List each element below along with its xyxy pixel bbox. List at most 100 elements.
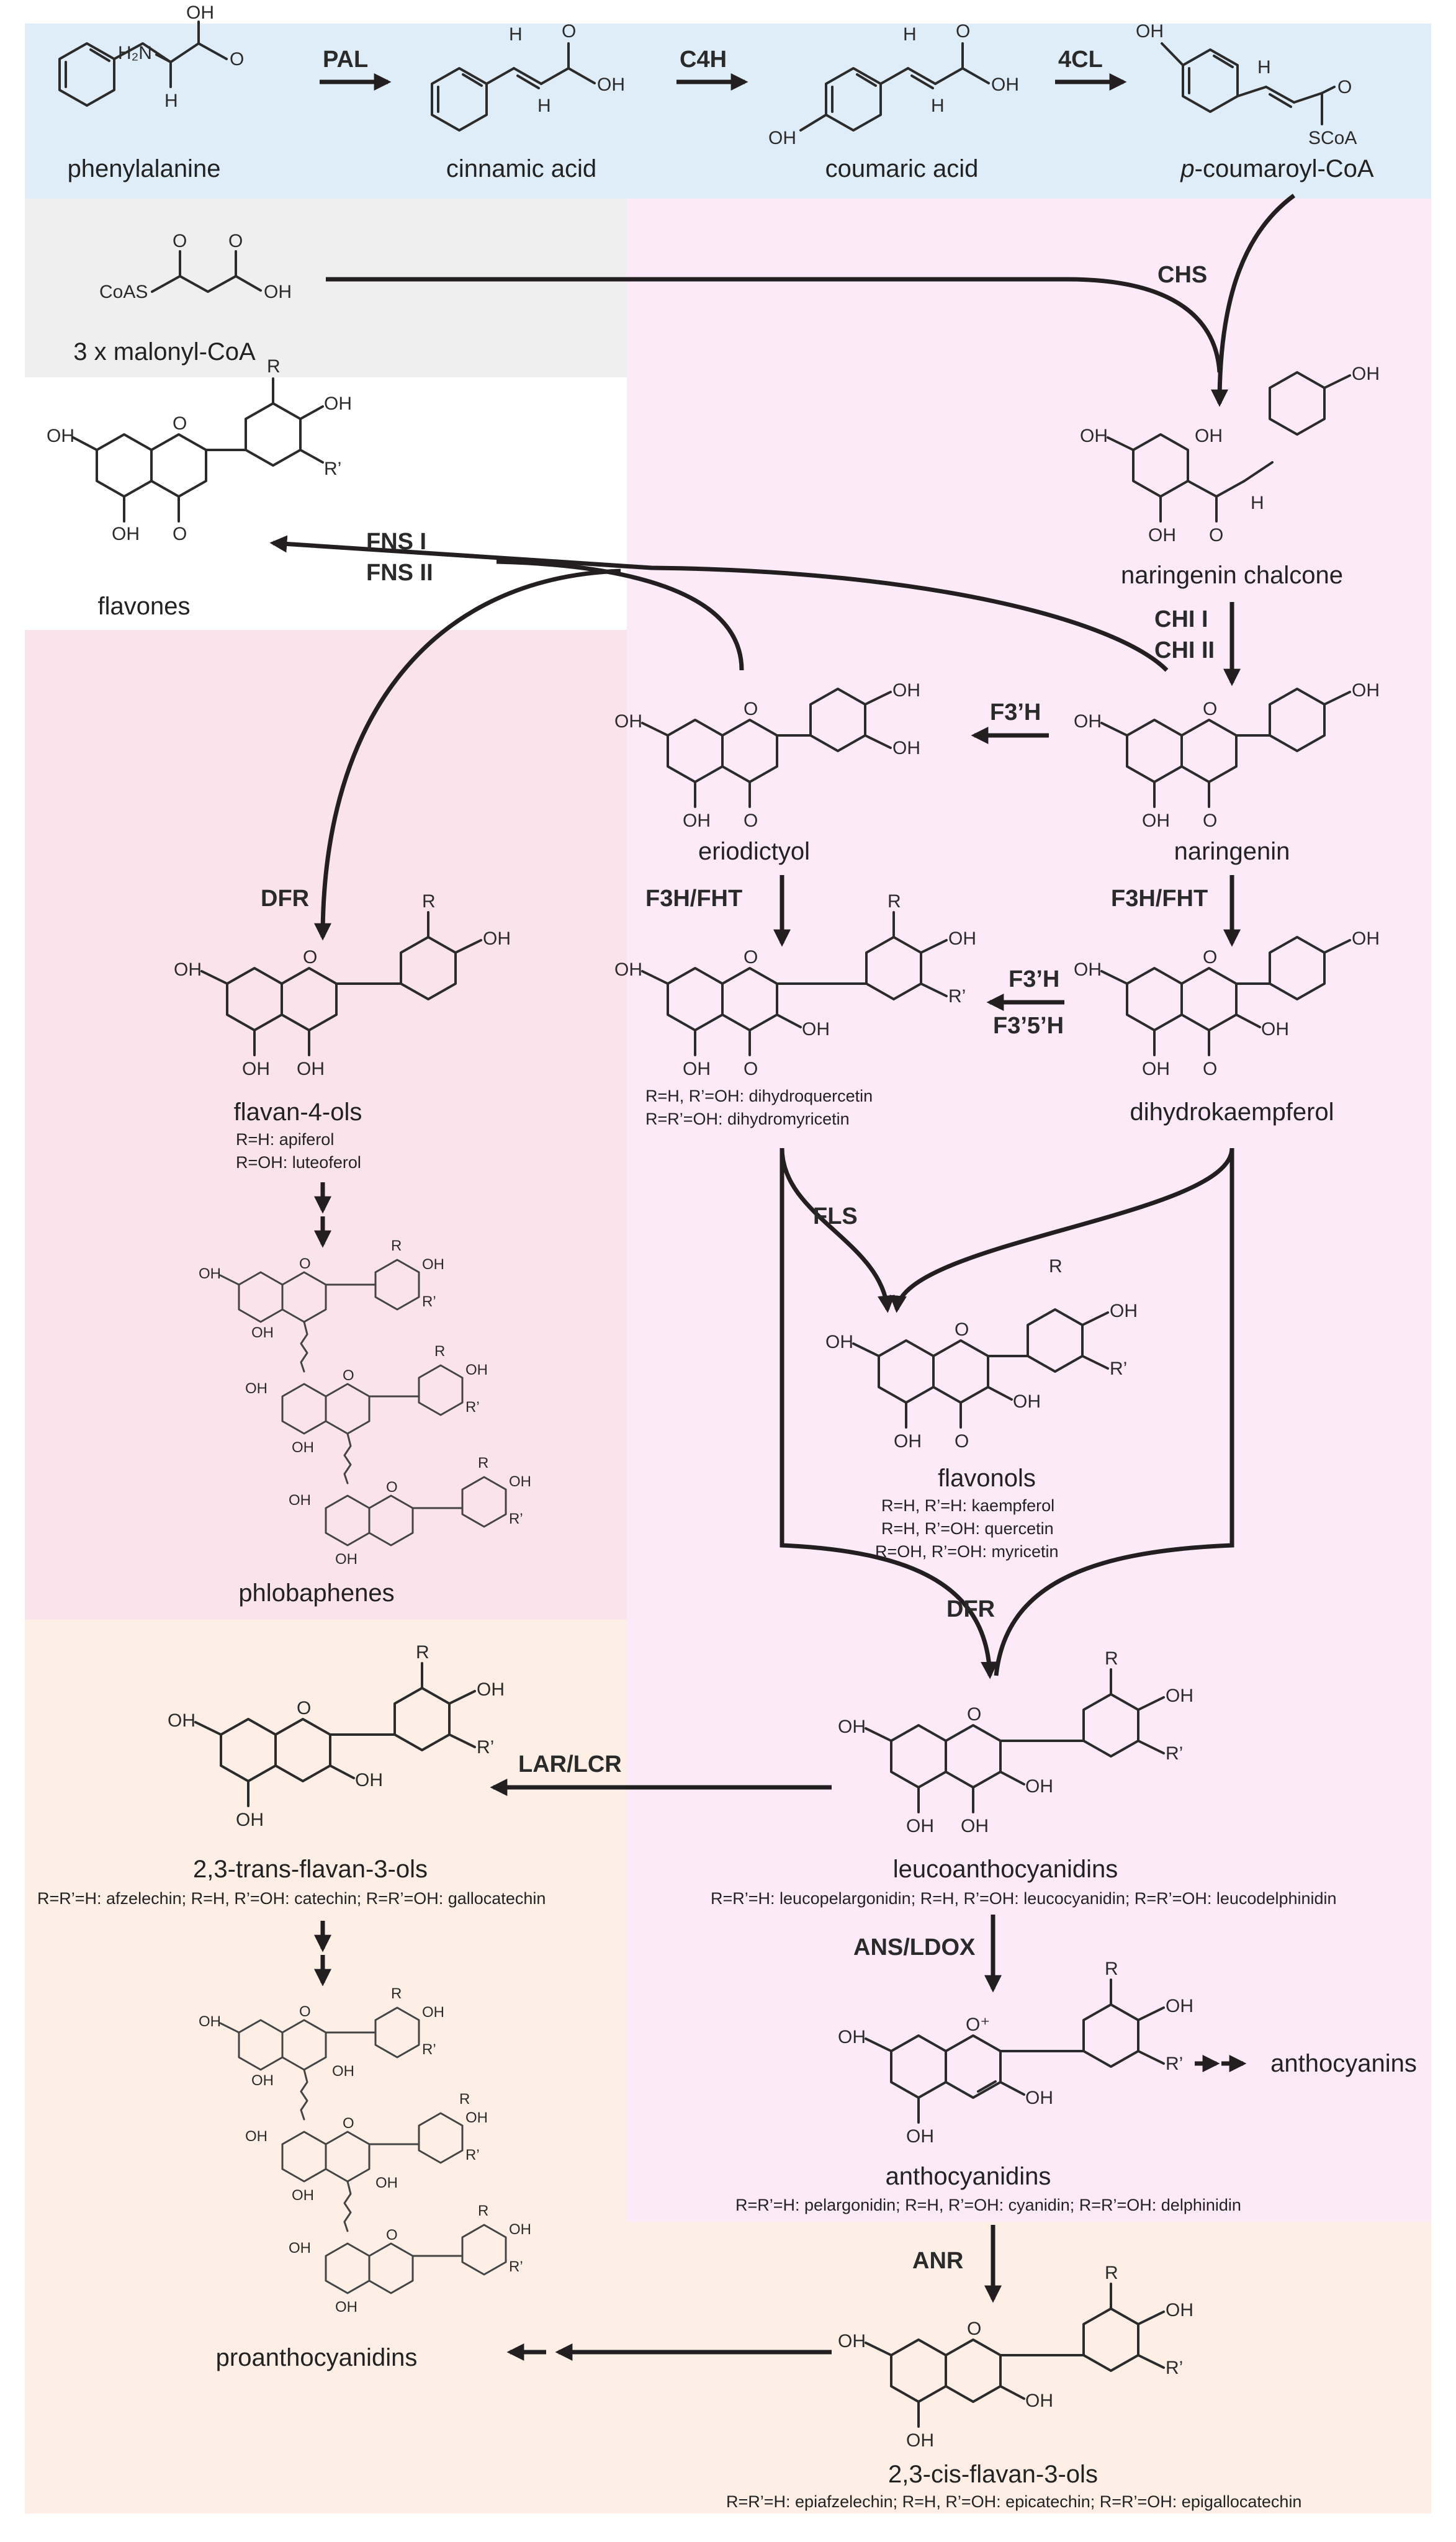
atom-label: R [478, 2203, 488, 2219]
atom-label: O [1337, 77, 1352, 97]
note-kaempferol: R=H, R’=H: kaempferol [881, 1496, 1054, 1515]
malonyl-band [25, 199, 627, 377]
atom-label: O [967, 1704, 981, 1725]
atom-label: O [744, 699, 758, 719]
atom-label: OH [802, 1019, 830, 1040]
phenylpropanoid-band [25, 24, 1431, 199]
label-cinnamic-acid: cinnamic acid [446, 155, 596, 182]
enzyme-f3h-upper: F3’H [990, 699, 1041, 725]
atom-label: R [1105, 1648, 1118, 1669]
structure-eriodictyol: OH O OH O OH OH [614, 680, 920, 831]
enzyme-ans-ldox: ANS/LDOX [853, 1934, 976, 1960]
label-trans-flavan-3-ols: 2,3-trans-flavan-3-ols [193, 1856, 428, 1883]
atom-label: OH [892, 680, 920, 701]
structure-naringenin: OH O OH O OH [1074, 680, 1380, 831]
atom-label: O [299, 1255, 311, 1272]
arrow-dihydro-left-to-leuco [780, 1148, 999, 1679]
atom-label: OH [477, 1679, 505, 1700]
atom-label: R’ [1166, 2054, 1183, 2074]
atom-label: OH [961, 1816, 989, 1836]
note-dihydromyricetin: R=R’=OH: dihydromyricetin [645, 1110, 850, 1128]
atom-label: OH [289, 2240, 311, 2257]
atom-label: OH [1074, 959, 1102, 980]
atom-label: O [1203, 811, 1217, 831]
atom-label: OH [1352, 364, 1380, 384]
atom-label: O [173, 413, 187, 434]
structure-anthocyanidin: OH O⁺ OH OH R OH R’ [838, 1959, 1193, 2147]
atom-label: OH [1195, 426, 1223, 446]
atom-label: OH [1025, 1776, 1053, 1797]
label-coumaroyl-coa-italic: p [1180, 155, 1194, 182]
atom-label: O [386, 1479, 398, 1496]
atom-label: R’ [465, 2147, 480, 2163]
atom-label: OH [199, 1265, 221, 1282]
atom-label: OH [825, 1332, 853, 1352]
enzyme-fns-2: FNS II [366, 560, 433, 586]
atom-label: OH [324, 393, 352, 414]
arrow-dihydrokaempferol-to-flavonols [889, 1147, 1234, 1313]
atom-label: O [386, 2227, 398, 2243]
atom-label: O [173, 231, 187, 251]
atom-label: R [459, 2091, 470, 2108]
enzyme-f3h-lower: F3’H [1009, 966, 1059, 992]
enzyme-f3h-fht-left: F3H/FHT [645, 886, 742, 912]
structure-proanthocyanidin-polymer: OH O OH OH R OH R’ R OH O OH OH OH R’ OH… [199, 1985, 531, 2315]
atom-label: OH [168, 1710, 195, 1731]
atom-label: OH [245, 1380, 267, 1397]
atom-label: OH [422, 2004, 444, 2021]
atom-label: O [744, 1059, 758, 1079]
arrow-eriodictyol-to-flavones [496, 559, 744, 671]
atom-label: R’ [477, 1737, 494, 1758]
atom-label: OH [1080, 426, 1108, 446]
atom-label: OH [1025, 2391, 1053, 2411]
atom-label: OH [892, 738, 920, 758]
atom-label: OH [838, 1717, 866, 1737]
atom-label: OH [1261, 1019, 1289, 1040]
structure-coumaric-acid: OH H H O OH [768, 21, 1019, 148]
atom-label: OH [335, 2299, 357, 2315]
label-flavonols: flavonols [938, 1465, 1036, 1492]
atom-label: R’ [948, 986, 966, 1007]
atom-label: H [1257, 57, 1271, 78]
enzyme-anr: ANR [912, 2248, 963, 2274]
structure-phenylalanine: H₂N OH O H [58, 2, 244, 111]
atom-label: OH [768, 128, 796, 148]
atom-label: OH [1166, 1996, 1193, 2016]
atom-label: OH [991, 74, 1019, 95]
arrow-naringenin-to-flavones [269, 535, 1169, 672]
atom-label: OH [355, 1770, 383, 1790]
phlobaphene-region [25, 630, 627, 1620]
note-luteoferol: R=OH: luteoferol [236, 1153, 361, 1172]
atom-label: O [1203, 947, 1217, 968]
atom-label: OH [47, 426, 74, 446]
label-leucoanthocyanidins: leucoanthocyanidins [893, 1856, 1118, 1883]
label-dihydrokaempferol: dihydrokaempferol [1130, 1098, 1334, 1126]
atom-label: O [955, 1319, 969, 1340]
atom-label: OH [1013, 1391, 1041, 1412]
atom-label: R [434, 1343, 445, 1360]
atom-label: OH [1074, 711, 1102, 732]
label-eriodictyol: eriodictyol [698, 838, 810, 865]
atom-label: R’ [422, 2041, 436, 2058]
atom-label: O [303, 947, 317, 968]
label-anthocyanidins: anthocyanidins [886, 2163, 1051, 2190]
atom-label: R [391, 1237, 402, 1254]
enzyme-fls: FLS [813, 1203, 858, 1229]
atom-label: R’ [1166, 1743, 1183, 1764]
atom-label: O [343, 2115, 354, 2132]
atom-label: OH [1352, 928, 1380, 949]
atom-label: R [478, 1455, 488, 1471]
atom-label: R [1105, 2263, 1118, 2283]
atom-label: H [537, 96, 551, 116]
atom-label: OH [509, 1473, 531, 1490]
atom-label: O [744, 811, 758, 831]
enzyme-f3h-fht-right: F3H/FHT [1111, 886, 1208, 912]
label-naringenin-chalcone: naringenin chalcone [1121, 562, 1343, 589]
atom-label: OH [1142, 811, 1170, 831]
note-apiferol: R=H: apiferol [236, 1130, 334, 1149]
arrow-coumaroyl-to-chalcone [1211, 194, 1296, 407]
atom-label: OH [838, 2331, 866, 2351]
atom-label: O [228, 231, 243, 251]
arrow-dihydroquercetin-to-flavonols [780, 1147, 895, 1313]
atom-label: R’ [465, 1399, 480, 1416]
